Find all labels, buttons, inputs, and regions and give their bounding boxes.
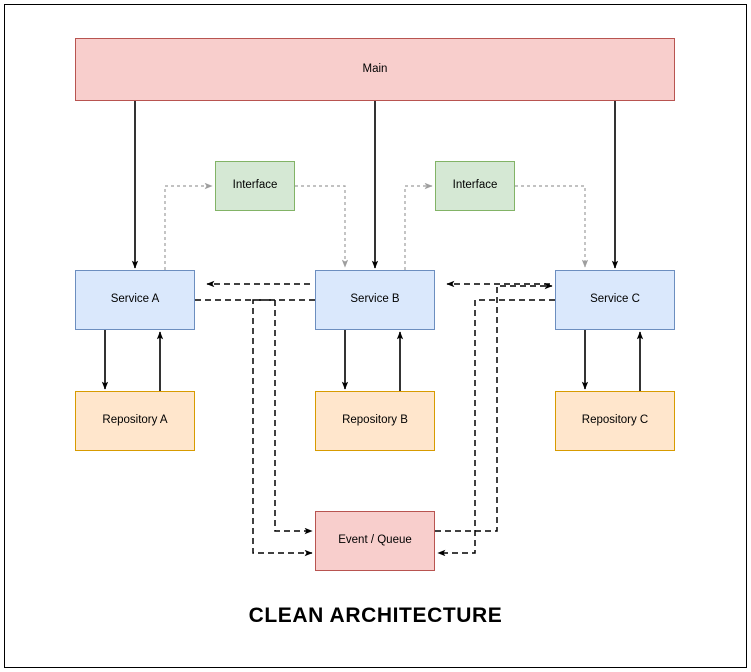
node-interface-a[interactable]: Interface [215, 161, 295, 211]
node-repository-a-label: Repository A [102, 414, 168, 427]
node-service-a[interactable]: Service A [75, 270, 195, 330]
diagram-title: CLEAN ARCHITECTURE [248, 604, 503, 627]
edge-interface-b-to-service-c [515, 185, 589, 268]
node-main[interactable]: Main [75, 38, 675, 101]
node-repository-a[interactable]: Repository A [75, 391, 195, 451]
node-repository-b-label: Repository B [342, 414, 408, 427]
node-event-queue-label: Event / Queue [338, 534, 412, 547]
node-event-queue[interactable]: Event / Queue [315, 511, 435, 571]
node-interface-a-label: Interface [232, 179, 278, 192]
node-interface-b[interactable]: Interface [435, 161, 515, 211]
edge-service-a-to-event-queue [195, 299, 313, 535]
node-repository-c-label: Repository C [581, 414, 649, 427]
node-repository-b[interactable]: Repository B [315, 391, 435, 451]
edge-event-queue-to-service-c [435, 282, 553, 532]
node-service-c-label: Service C [590, 293, 640, 306]
node-interface-b-label: Interface [452, 179, 498, 192]
edge-service-b-to-event-queue [252, 299, 315, 557]
edge-service-c-to-event-queue [437, 299, 555, 557]
node-repository-c[interactable]: Repository C [555, 391, 675, 451]
main-fanout-edges [131, 101, 619, 269]
edge-service-b-to-interface-b [404, 182, 433, 270]
repository-edges [101, 330, 644, 391]
node-service-b[interactable]: Service B [315, 270, 435, 330]
edge-service-a-to-interface-a [164, 182, 213, 270]
node-service-b-label: Service B [350, 293, 400, 306]
event-queue-edges [195, 282, 555, 557]
node-service-c[interactable]: Service C [555, 270, 675, 330]
node-service-a-label: Service A [110, 293, 160, 306]
node-main-label: Main [362, 62, 388, 75]
edge-interface-a-to-service-b [295, 185, 349, 268]
interface-dependency-edges [164, 182, 589, 270]
